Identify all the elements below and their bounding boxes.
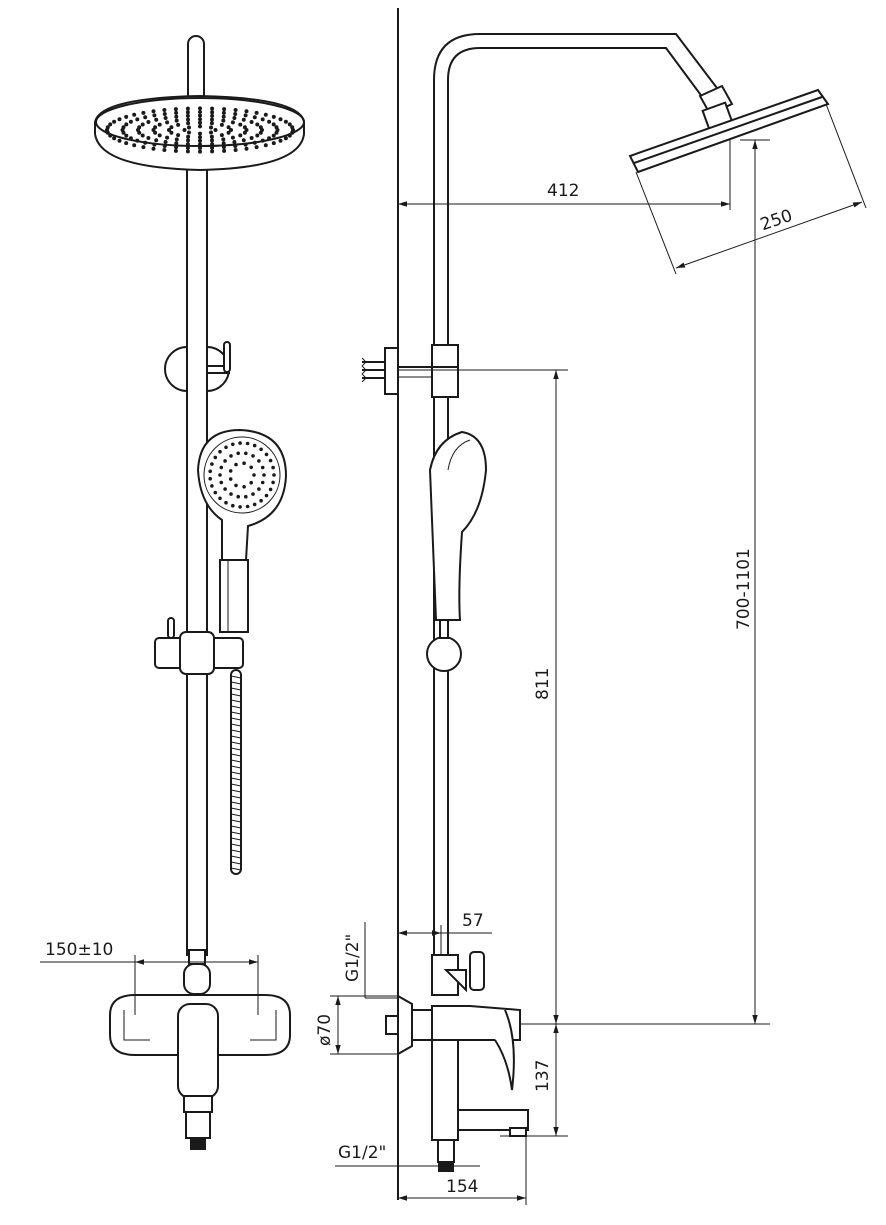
- slide-holder: [154, 617, 244, 675]
- side-shower-head: [628, 88, 830, 174]
- side-riser-arm: [433, 33, 722, 345]
- rain-shower-head: [94, 94, 305, 172]
- label-flange: ø70: [315, 1014, 335, 1046]
- front-mixer: [109, 949, 291, 1150]
- hand-shower: [196, 428, 288, 633]
- dim-pipe-offset: 57: [398, 911, 492, 955]
- label-bracket-height: 811: [533, 668, 553, 700]
- side-view: 412 250 700-1101 811 57: [315, 8, 867, 1205]
- front-wall-bracket: [164, 341, 231, 393]
- label-pipe-offset: 57: [462, 911, 484, 931]
- rain-head-nozzles: [105, 106, 295, 154]
- dim-spout-length: 154: [398, 1136, 527, 1205]
- front-view: 150±10: [40, 35, 305, 1150]
- label-spout-length: 154: [446, 1177, 478, 1197]
- label-spout-drop: 137: [533, 1060, 553, 1092]
- dim-bracket-height: 811: [398, 369, 770, 1025]
- shower-hose: [230, 669, 242, 875]
- label-outlet-thread: G1/2": [338, 1143, 386, 1163]
- side-hand-shower: [426, 430, 488, 672]
- label-inlet-thread: G1/2": [343, 934, 363, 982]
- label-arm-reach: 412: [547, 181, 579, 201]
- dim-arm-reach: 412: [398, 140, 731, 210]
- dim-height-range: 700-1101: [734, 139, 770, 1024]
- label-head-diameter: 250: [758, 206, 795, 235]
- dim-inlet-thread: G1/2": [343, 922, 398, 999]
- dim-flange: ø70: [315, 995, 398, 1055]
- dim-spout-drop: 137: [500, 1024, 568, 1137]
- side-mixer: [385, 951, 529, 1172]
- side-wall-bracket: [361, 344, 459, 398]
- hand-shower-nozzles: [208, 441, 276, 509]
- dim-inlet-spacing: 150±10: [40, 940, 259, 1015]
- label-inlet-spacing: 150±10: [45, 940, 113, 960]
- label-height-range: 700-1101: [734, 548, 754, 630]
- front-vertical-pipe: [186, 164, 208, 956]
- dim-outlet-thread: G1/2": [335, 1143, 480, 1167]
